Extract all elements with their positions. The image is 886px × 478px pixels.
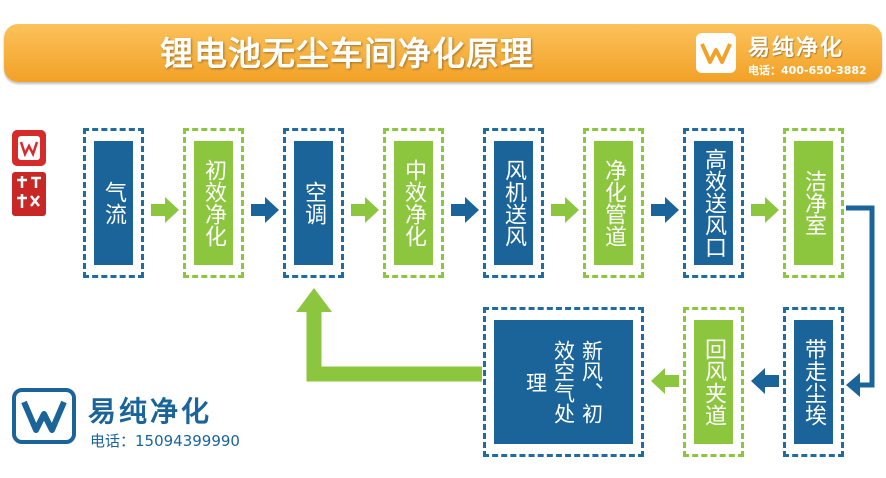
arrow-left-icon <box>651 368 679 394</box>
return-loop-arrow-icon <box>296 288 482 382</box>
arrow-right-icon <box>751 197 779 223</box>
arrow-right-icon <box>251 197 279 223</box>
bottom-phone: 电话：15094399990 <box>90 432 240 450</box>
step-box-hepa-outlet: 高效送风口 <box>694 141 733 265</box>
header-phone: 电话：400-650-3882 <box>748 64 867 77</box>
step-box-airflow: 气流 <box>94 141 133 265</box>
flow-frame <box>483 128 544 278</box>
flow-frame <box>83 128 144 278</box>
page-title: 锂电池无尘车间净化原理 <box>160 34 534 73</box>
flow-frame <box>683 307 744 457</box>
step-box-primary-filter: 初效净化 <box>194 141 233 265</box>
step-box-medium-filter: 中效净化 <box>394 141 433 265</box>
flow-frame <box>383 128 444 278</box>
step-box-air-conditioning: 空调 <box>294 141 333 265</box>
bottom-brand-name: 易纯净化 <box>88 395 213 428</box>
connector-down-arrow-icon <box>846 205 875 397</box>
brand-seal-icon <box>12 130 46 216</box>
flow-frame <box>783 307 844 457</box>
flow-frame <box>683 128 744 278</box>
arrow-right-icon <box>651 197 679 223</box>
flow-frame <box>783 128 844 278</box>
header-brand-name: 易纯净化 <box>748 36 845 61</box>
step-box-return-air-plenum: 回风夹道 <box>694 320 733 444</box>
flow-frame <box>483 307 644 457</box>
brand-logo-icon <box>696 33 736 73</box>
arrow-right-icon <box>451 197 479 223</box>
arrow-right-icon <box>351 197 379 223</box>
step-box-cleanroom: 洁净室 <box>794 141 833 265</box>
flow-frame <box>583 128 644 278</box>
flow-frame <box>283 128 344 278</box>
step-box-clean-duct: 净化管道 <box>594 141 633 265</box>
arrow-right-icon <box>151 197 179 223</box>
step-box-remove-dust: 带走尘埃 <box>794 320 833 444</box>
step-box-fresh-air-treatment: 新风、初效空气处理 <box>494 320 633 444</box>
flow-frame <box>183 128 244 278</box>
brand-logo-icon <box>12 388 76 444</box>
arrow-left-icon <box>751 368 779 394</box>
step-box-fan-supply: 风机送风 <box>494 141 533 265</box>
arrow-right-icon <box>551 197 579 223</box>
